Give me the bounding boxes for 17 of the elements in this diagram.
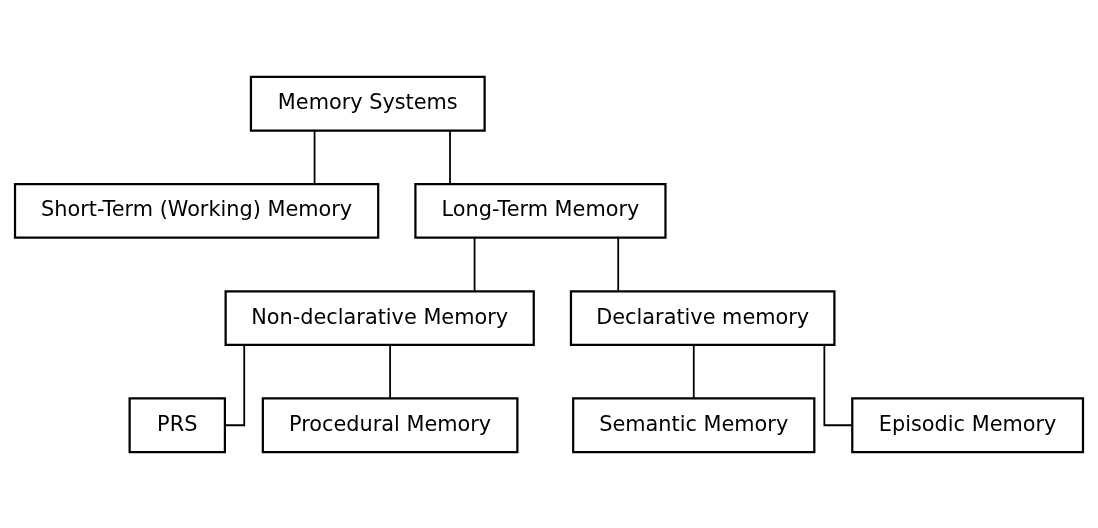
connector [823, 343, 853, 426]
node-box: Long-Term Memory [414, 182, 667, 239]
connector [617, 236, 620, 292]
connector [313, 129, 316, 184]
node-box: Short-Term (Working) Memory [13, 182, 380, 239]
node-box: Episodic Memory [851, 396, 1085, 453]
connector [449, 129, 451, 184]
connector [692, 343, 695, 399]
node-box: Memory Systems [249, 75, 486, 132]
connector [473, 236, 476, 292]
connector [224, 343, 246, 426]
node-box: Semantic Memory [572, 396, 816, 453]
node-box: Procedural Memory [261, 396, 519, 453]
node-box: Declarative memory [569, 289, 836, 346]
connector [389, 343, 391, 399]
node-box: PRS [128, 396, 226, 453]
node-box: Non-declarative Memory [224, 289, 535, 346]
